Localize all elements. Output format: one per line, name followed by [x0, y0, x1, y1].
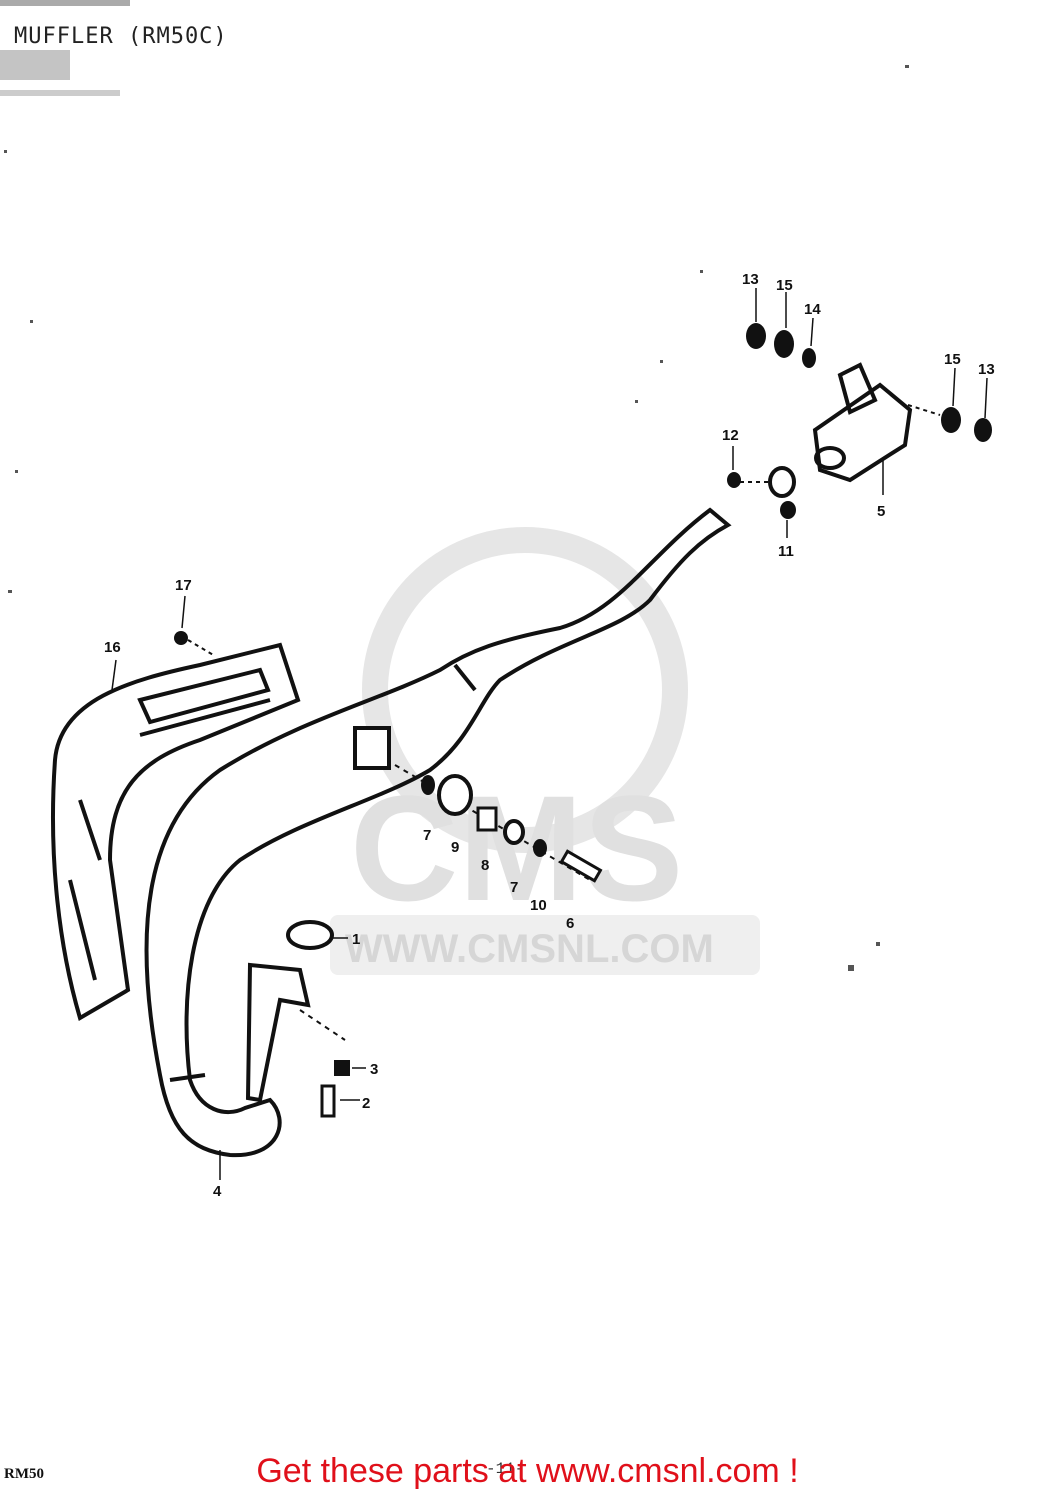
callout-17: 17	[175, 577, 192, 594]
callout-4: 4	[213, 1183, 222, 1200]
callout-5: 5	[877, 503, 885, 520]
diagram-title: MUFFLER (RM50C)	[14, 24, 228, 49]
get-parts-link[interactable]: Get these parts at www.cmsnl.com !	[256, 1452, 799, 1490]
watermark: CMS WWW.CMSNL.COM	[330, 527, 760, 975]
callout-11: 11	[778, 543, 794, 560]
callout-15b: 15	[944, 351, 961, 368]
watermark-url: WWW.CMSNL.COM	[345, 927, 714, 971]
callout-12: 12	[722, 427, 739, 444]
callout-15a: 15	[776, 277, 793, 294]
callout-10: 10	[530, 897, 547, 914]
watermark-logo: CMS	[350, 764, 683, 932]
fasteners-2-3	[299, 1009, 350, 1118]
silencer	[812, 362, 913, 483]
expansion-chamber	[144, 507, 732, 1158]
callout-13a: 13	[742, 271, 759, 288]
leader-lines	[111, 288, 988, 1180]
bolt-17	[174, 631, 216, 657]
mounting-bracket	[353, 726, 391, 770]
callout-7b: 7	[510, 879, 518, 896]
bracket-hardware	[394, 764, 603, 883]
scan-noise	[0, 0, 909, 971]
callout-3: 3	[370, 1061, 378, 1078]
callout-16: 16	[104, 639, 121, 656]
callout-6: 6	[566, 915, 574, 932]
callout-13b: 13	[978, 361, 995, 378]
silencer-hardware	[727, 323, 992, 519]
callout-8: 8	[481, 857, 489, 874]
callout-2: 2	[362, 1095, 370, 1112]
callout-14: 14	[804, 301, 821, 318]
callout-9: 9	[451, 839, 459, 856]
exhaust-flange	[245, 920, 334, 1103]
heat-shield	[51, 642, 301, 1022]
footer-model-code: RM50	[4, 1466, 44, 1482]
callouts: 1 2 3 4 5 6 7 7 8 9 10 11 12 13 13 14 15…	[104, 271, 995, 1200]
callout-1: 1	[352, 931, 360, 948]
callout-7a: 7	[423, 827, 431, 844]
footer-page-number: -11-	[486, 1460, 525, 1478]
